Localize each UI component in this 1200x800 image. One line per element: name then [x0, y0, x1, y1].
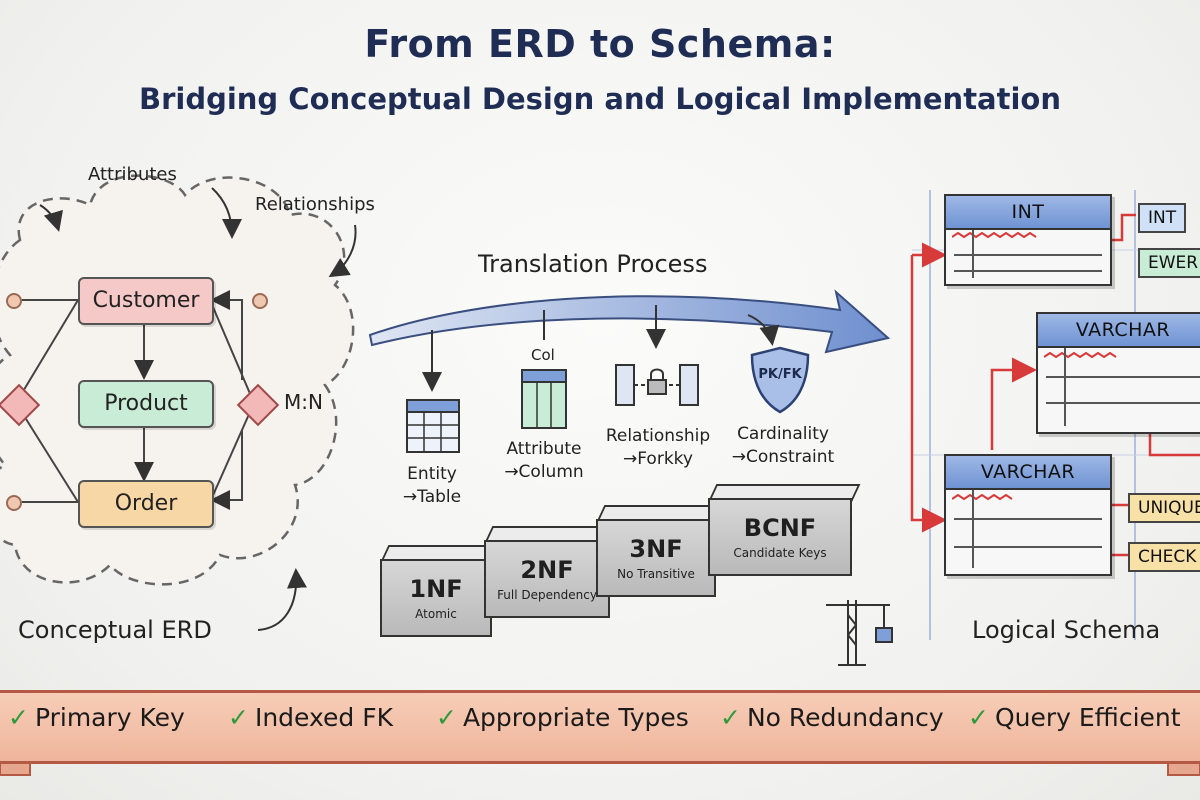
step-line1: Relationship: [605, 426, 711, 446]
nf-name: 3NF: [629, 535, 683, 563]
page-title: From ERD to Schema:: [364, 22, 836, 66]
tag-check: CHECK: [1128, 542, 1200, 572]
column-icon: [521, 369, 567, 429]
check-indexed-fk: ✓Indexed FK: [228, 703, 393, 732]
translation-title: Translation Process: [478, 250, 708, 278]
nf-desc: Full Dependency: [497, 588, 597, 602]
step-cardinality: Cardinality →Constraint: [722, 423, 844, 469]
col-icon-label: Col: [531, 346, 555, 364]
nf-name: BCNF: [743, 514, 817, 542]
check-label: No Redundancy: [746, 703, 944, 732]
step-line2: →Column: [504, 462, 584, 482]
checkmark-icon: ✓: [968, 703, 989, 732]
nf-desc: No Transitive: [617, 567, 695, 581]
cardinality-label: M:N: [284, 390, 323, 414]
check-label: Query Efficient: [994, 703, 1181, 732]
crane-icon: [826, 600, 893, 666]
shield-icon: [750, 346, 810, 414]
check-primary-key: ✓Primary Key: [8, 703, 185, 732]
step-line2: →Table: [402, 487, 462, 507]
step-line1: Cardinality: [737, 424, 829, 444]
nf-name: 2NF: [520, 556, 574, 584]
attribute-dot: [6, 293, 22, 309]
translation-arrow: [368, 289, 891, 354]
check-label: Indexed FK: [254, 703, 393, 732]
relationships-annotation: Relationships: [255, 194, 375, 215]
check-label: Appropriate Types: [462, 703, 689, 732]
shield-label: PK/FK: [758, 367, 802, 382]
step-entity: Entity →Table: [382, 463, 482, 509]
nf-desc: Candidate Keys: [733, 546, 827, 560]
nf-name: 1NF: [409, 575, 463, 603]
check-no-redundancy: ✓No Redundancy: [720, 703, 944, 732]
schema-table-varchar-1: VARCHAR: [1036, 312, 1200, 434]
entity-customer: Customer: [78, 277, 214, 325]
step-line1: Attribute: [506, 439, 582, 459]
conceptual-erd-label: Conceptual ERD: [18, 616, 212, 644]
logical-schema-label: Logical Schema: [972, 616, 1161, 644]
step-relationship: Relationship →Forkky: [598, 425, 718, 471]
attribute-dot: [6, 495, 22, 511]
tag-ewer: EWER: [1138, 248, 1200, 278]
table-header: VARCHAR: [1038, 314, 1200, 348]
table-header: INT: [946, 196, 1110, 230]
check-appropriate-types: ✓Appropriate Types: [436, 703, 689, 732]
checkmark-icon: ✓: [8, 703, 29, 732]
attributes-annotation: Attributes: [88, 164, 177, 185]
nf-desc: Atomic: [415, 607, 457, 621]
tag-unique: UNIQUE: [1128, 493, 1200, 523]
checkmark-icon: ✓: [436, 703, 457, 732]
step-attribute: Attribute →Column: [486, 438, 602, 484]
step-line2: →Constraint: [731, 447, 835, 467]
checklist-banner: [0, 690, 1200, 764]
step-line2: →Forkky: [623, 449, 693, 469]
step-line1: Entity: [407, 464, 457, 484]
check-query-efficient: ✓Query Efficient: [968, 703, 1181, 732]
schema-table-int: INT: [944, 194, 1112, 286]
entity-order: Order: [78, 480, 214, 528]
table-icon: [406, 399, 460, 453]
lock-icon: [615, 364, 699, 406]
entity-product: Product: [78, 380, 214, 428]
checkmark-icon: ✓: [720, 703, 741, 732]
check-label: Primary Key: [34, 703, 185, 732]
checkmark-icon: ✓: [228, 703, 249, 732]
table-header: VARCHAR: [946, 456, 1110, 490]
tag-int: INT: [1138, 203, 1187, 233]
page-subtitle: Bridging Conceptual Design and Logical I…: [138, 82, 1061, 116]
schema-table-varchar-2: VARCHAR: [944, 454, 1112, 576]
attribute-dot: [252, 293, 268, 309]
